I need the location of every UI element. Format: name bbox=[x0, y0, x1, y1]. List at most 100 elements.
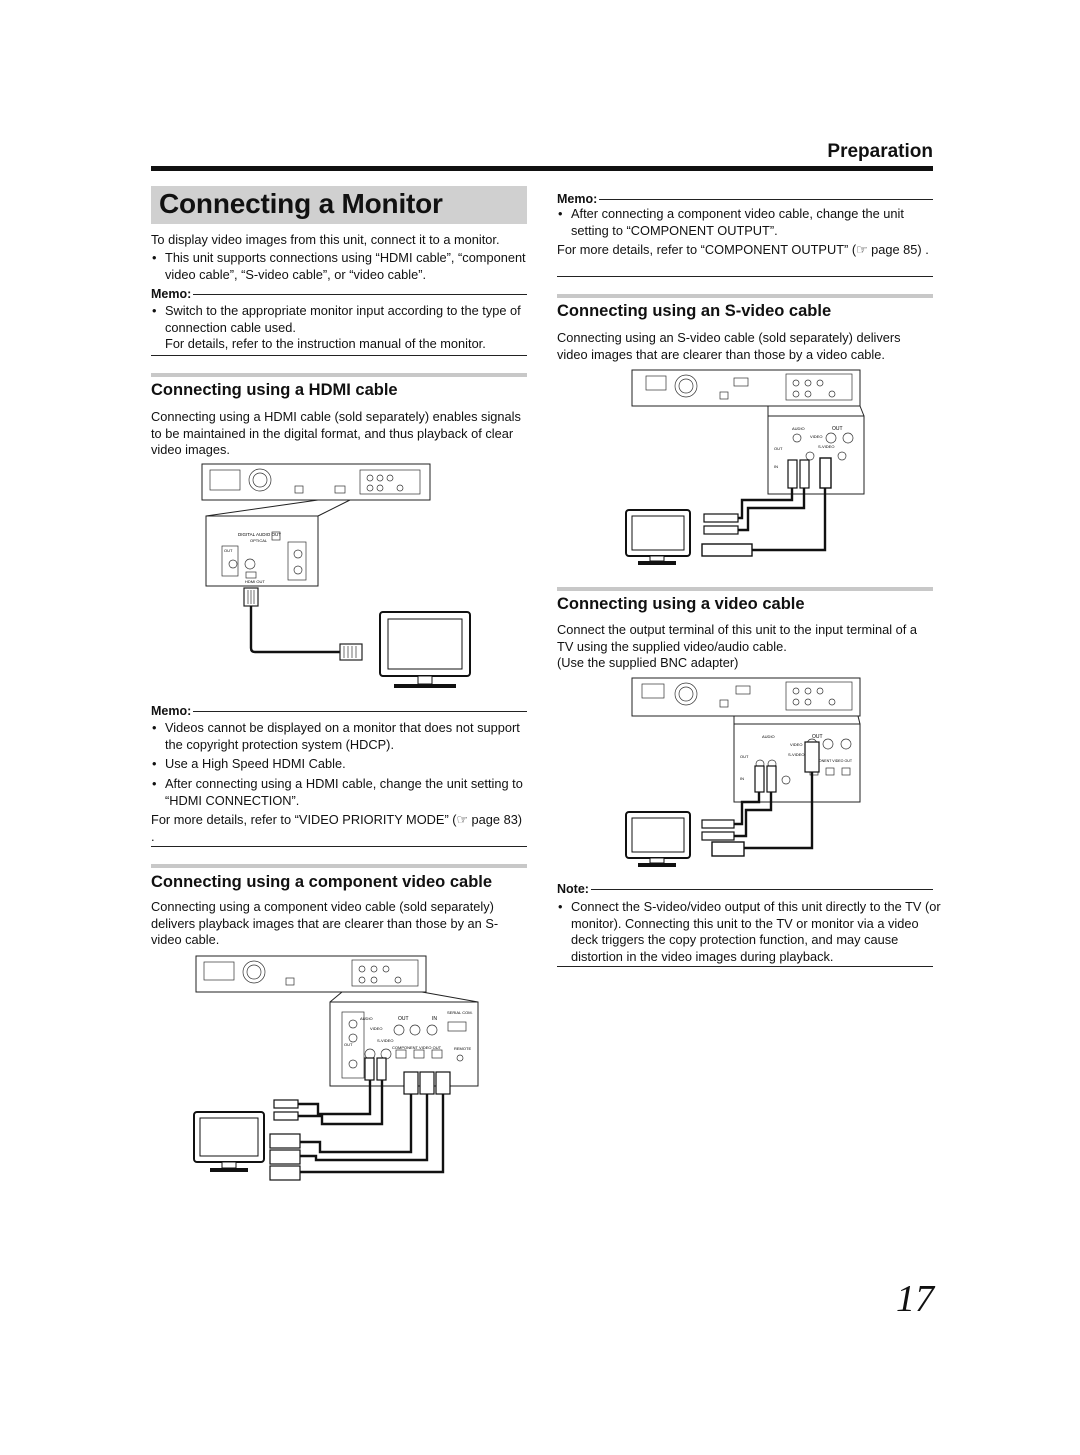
svideo-cable bbox=[752, 488, 827, 552]
memo-end-rule bbox=[557, 276, 933, 277]
section-label: Preparation bbox=[827, 141, 933, 162]
unit-rear-panel bbox=[201, 463, 431, 501]
section-bar bbox=[557, 587, 933, 591]
videocable-heading: Connecting using a video cable bbox=[557, 595, 805, 613]
unit-rear-panel bbox=[631, 677, 861, 717]
monitor-icon bbox=[625, 811, 691, 867]
section-bar bbox=[557, 294, 933, 298]
hdmi-heading: Connecting using a HDMI cable bbox=[151, 381, 398, 399]
memo3-bullet: After connecting a component video cable… bbox=[557, 206, 941, 239]
section-bar bbox=[151, 864, 527, 868]
memo-end-rule bbox=[151, 355, 527, 356]
rca-plugs-monitor-end bbox=[701, 819, 735, 841]
svg-text:AUDIO: AUDIO bbox=[792, 426, 805, 431]
hdmi-cable bbox=[249, 606, 340, 654]
monitor-icon bbox=[625, 509, 691, 565]
hdmi-connection-diagram: DIGITAL AUDIO OUT OPTICAL OUT HDMI OUT bbox=[201, 463, 471, 688]
svg-text:REMOTE: REMOTE bbox=[454, 1046, 471, 1051]
audio-cable bbox=[738, 488, 806, 532]
svg-text:OUT: OUT bbox=[812, 734, 823, 740]
audio-cable bbox=[298, 1080, 372, 1116]
svg-text:VIDEO: VIDEO bbox=[790, 742, 802, 747]
note-header: Note: bbox=[557, 882, 933, 898]
svideo-plug-monitor-end bbox=[701, 543, 753, 557]
component-connection-diagram: AUDIO OUT IN SERIAL COM. VIDEO S-VIDEO C… bbox=[193, 955, 479, 1181]
svg-text:COMPONENT VIDEO OUT: COMPONENT VIDEO OUT bbox=[392, 1045, 442, 1050]
rear-panel-zoom: AUDIO OUT IN SERIAL COM. VIDEO S-VIDEO C… bbox=[329, 1001, 479, 1087]
memo1-bullet: Switch to the appropriate monitor input … bbox=[151, 303, 531, 336]
component-text: Connecting using a component video cable… bbox=[151, 899, 499, 947]
hdmi-text: Connecting using a HDMI cable (sold sepa… bbox=[151, 409, 521, 457]
unit-rear-panel bbox=[195, 955, 427, 993]
monitor-icon bbox=[193, 1111, 265, 1172]
page-number: 17 bbox=[896, 1278, 934, 1320]
svg-text:IN: IN bbox=[740, 776, 744, 781]
svg-text:IN: IN bbox=[774, 464, 778, 469]
svg-text:COMPONENT VIDEO OUT: COMPONENT VIDEO OUT bbox=[808, 759, 853, 763]
component-cable bbox=[300, 1094, 413, 1154]
svg-text:S-VIDEO: S-VIDEO bbox=[788, 752, 804, 757]
cable-plugs-unit-end bbox=[787, 457, 832, 489]
audio-cable bbox=[734, 792, 761, 826]
memo-header: Memo: bbox=[151, 287, 527, 303]
component-cable bbox=[300, 1094, 429, 1162]
memo2-bullet: Use a High Speed HDMI Cable. bbox=[151, 756, 531, 773]
component-cable bbox=[300, 1094, 445, 1174]
rear-panel-zoom: DIGITAL AUDIO OUT OPTICAL OUT HDMI OUT bbox=[205, 515, 319, 587]
svg-text:AUDIO: AUDIO bbox=[762, 734, 775, 739]
svg-text:OUT: OUT bbox=[344, 1042, 353, 1047]
intro-text: To display video images from this unit, … bbox=[151, 232, 500, 247]
svideo-text: Connecting using an S-video cable (sold … bbox=[557, 330, 901, 362]
svg-text:SERIAL COM.: SERIAL COM. bbox=[447, 1010, 473, 1015]
svideo-heading: Connecting using an S-video cable bbox=[557, 302, 832, 320]
rear-panel-zoom: AUDIO OUT VIDEO OUT S-VIDEO COMPONENT VI… bbox=[733, 723, 861, 803]
memo2-bullet: Videos cannot be displayed on a monitor … bbox=[151, 720, 531, 753]
header-rule bbox=[151, 166, 933, 171]
intro-bullet: This unit supports connections using “HD… bbox=[151, 250, 531, 283]
svg-text:OUT: OUT bbox=[224, 548, 233, 553]
audio-cable bbox=[298, 1080, 384, 1126]
bnc-plugs-unit-end bbox=[403, 1071, 451, 1095]
svg-text:S-VIDEO: S-VIDEO bbox=[818, 444, 834, 449]
cable-plugs-unit-end bbox=[754, 741, 820, 793]
svg-text:OUT: OUT bbox=[398, 1016, 409, 1022]
page-title: Connecting a Monitor bbox=[159, 188, 443, 219]
rca-plugs-monitor-end bbox=[703, 513, 739, 535]
section-bar bbox=[151, 373, 527, 377]
hdmi-plug-monitor-end bbox=[339, 643, 363, 661]
audio-cable bbox=[734, 792, 773, 838]
videocable-text: Connect the output terminal of this unit… bbox=[557, 622, 917, 654]
svg-text:VIDEO: VIDEO bbox=[810, 434, 822, 439]
videocable-text2: (Use the supplied BNC adapter) bbox=[557, 655, 739, 670]
bnc-adapter-plug bbox=[711, 841, 745, 857]
svg-text:OPTICAL: OPTICAL bbox=[250, 538, 268, 543]
rear-panel-zoom: AUDIO OUT VIDEO OUT S-VIDEO IN bbox=[767, 415, 865, 495]
memo-header: Memo: bbox=[557, 192, 933, 208]
memo2-bullet: After connecting using a HDMI cable, cha… bbox=[151, 776, 531, 809]
svg-text:HDMI OUT: HDMI OUT bbox=[245, 579, 265, 584]
note-bullet: Connect the S-video/video output of this… bbox=[557, 899, 943, 965]
page-title-box: Connecting a Monitor bbox=[151, 186, 527, 224]
bnc-plugs-monitor-end bbox=[269, 1133, 301, 1181]
audio-cable-plugs bbox=[364, 1057, 387, 1081]
svg-text:S-VIDEO: S-VIDEO bbox=[377, 1038, 393, 1043]
svg-text:OUT: OUT bbox=[740, 754, 749, 759]
svideo-connection-diagram: AUDIO OUT VIDEO OUT S-VIDEO IN bbox=[625, 369, 865, 565]
video-connection-diagram: AUDIO OUT VIDEO OUT S-VIDEO COMPONENT VI… bbox=[625, 677, 861, 867]
memo-end-rule bbox=[151, 846, 527, 847]
svg-text:DIGITAL AUDIO OUT: DIGITAL AUDIO OUT bbox=[238, 532, 281, 537]
audio-cable bbox=[738, 488, 794, 520]
rca-plugs-monitor-end bbox=[273, 1099, 299, 1121]
memo-header: Memo: bbox=[151, 704, 527, 720]
memo3-ref: For more details, refer to “COMPONENT OU… bbox=[557, 242, 929, 257]
memo2-ref: For more details, refer to “VIDEO PRIORI… bbox=[151, 812, 523, 844]
video-cable bbox=[744, 772, 814, 850]
memo1-text: For details, refer to the instruction ma… bbox=[165, 336, 486, 351]
monitor-icon bbox=[379, 611, 471, 688]
component-heading: Connecting using a component video cable bbox=[151, 873, 493, 891]
svg-text:AUDIO: AUDIO bbox=[360, 1016, 373, 1021]
svg-text:IN: IN bbox=[432, 1016, 437, 1022]
svg-text:VIDEO: VIDEO bbox=[370, 1026, 382, 1031]
svg-text:OUT: OUT bbox=[774, 446, 783, 451]
unit-rear-panel bbox=[631, 369, 861, 407]
